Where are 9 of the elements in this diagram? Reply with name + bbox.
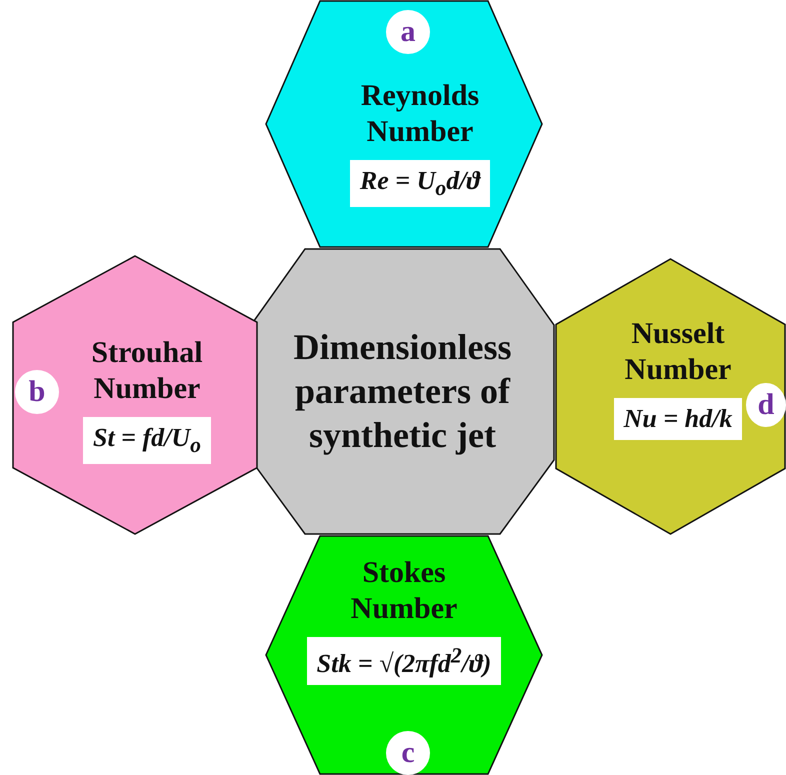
formula: Nu = hd/k (614, 398, 742, 440)
parameter-name: Stokes Number (350, 555, 458, 627)
formula: Stk = √(2πfd$^{2}$/ϑ) (306, 637, 502, 685)
parameter-name: Nusselt Number (624, 316, 732, 388)
center-title: Dimensionless parameters of synthetic jet (292, 326, 513, 457)
parameter-name: Reynolds Number (360, 78, 480, 150)
parameter-name: Strouhal Number (90, 335, 204, 407)
formula: Re = U$_{o}$d/ϑ (350, 160, 490, 208)
formula: St = fd/U$_{o}$ (83, 417, 211, 464)
